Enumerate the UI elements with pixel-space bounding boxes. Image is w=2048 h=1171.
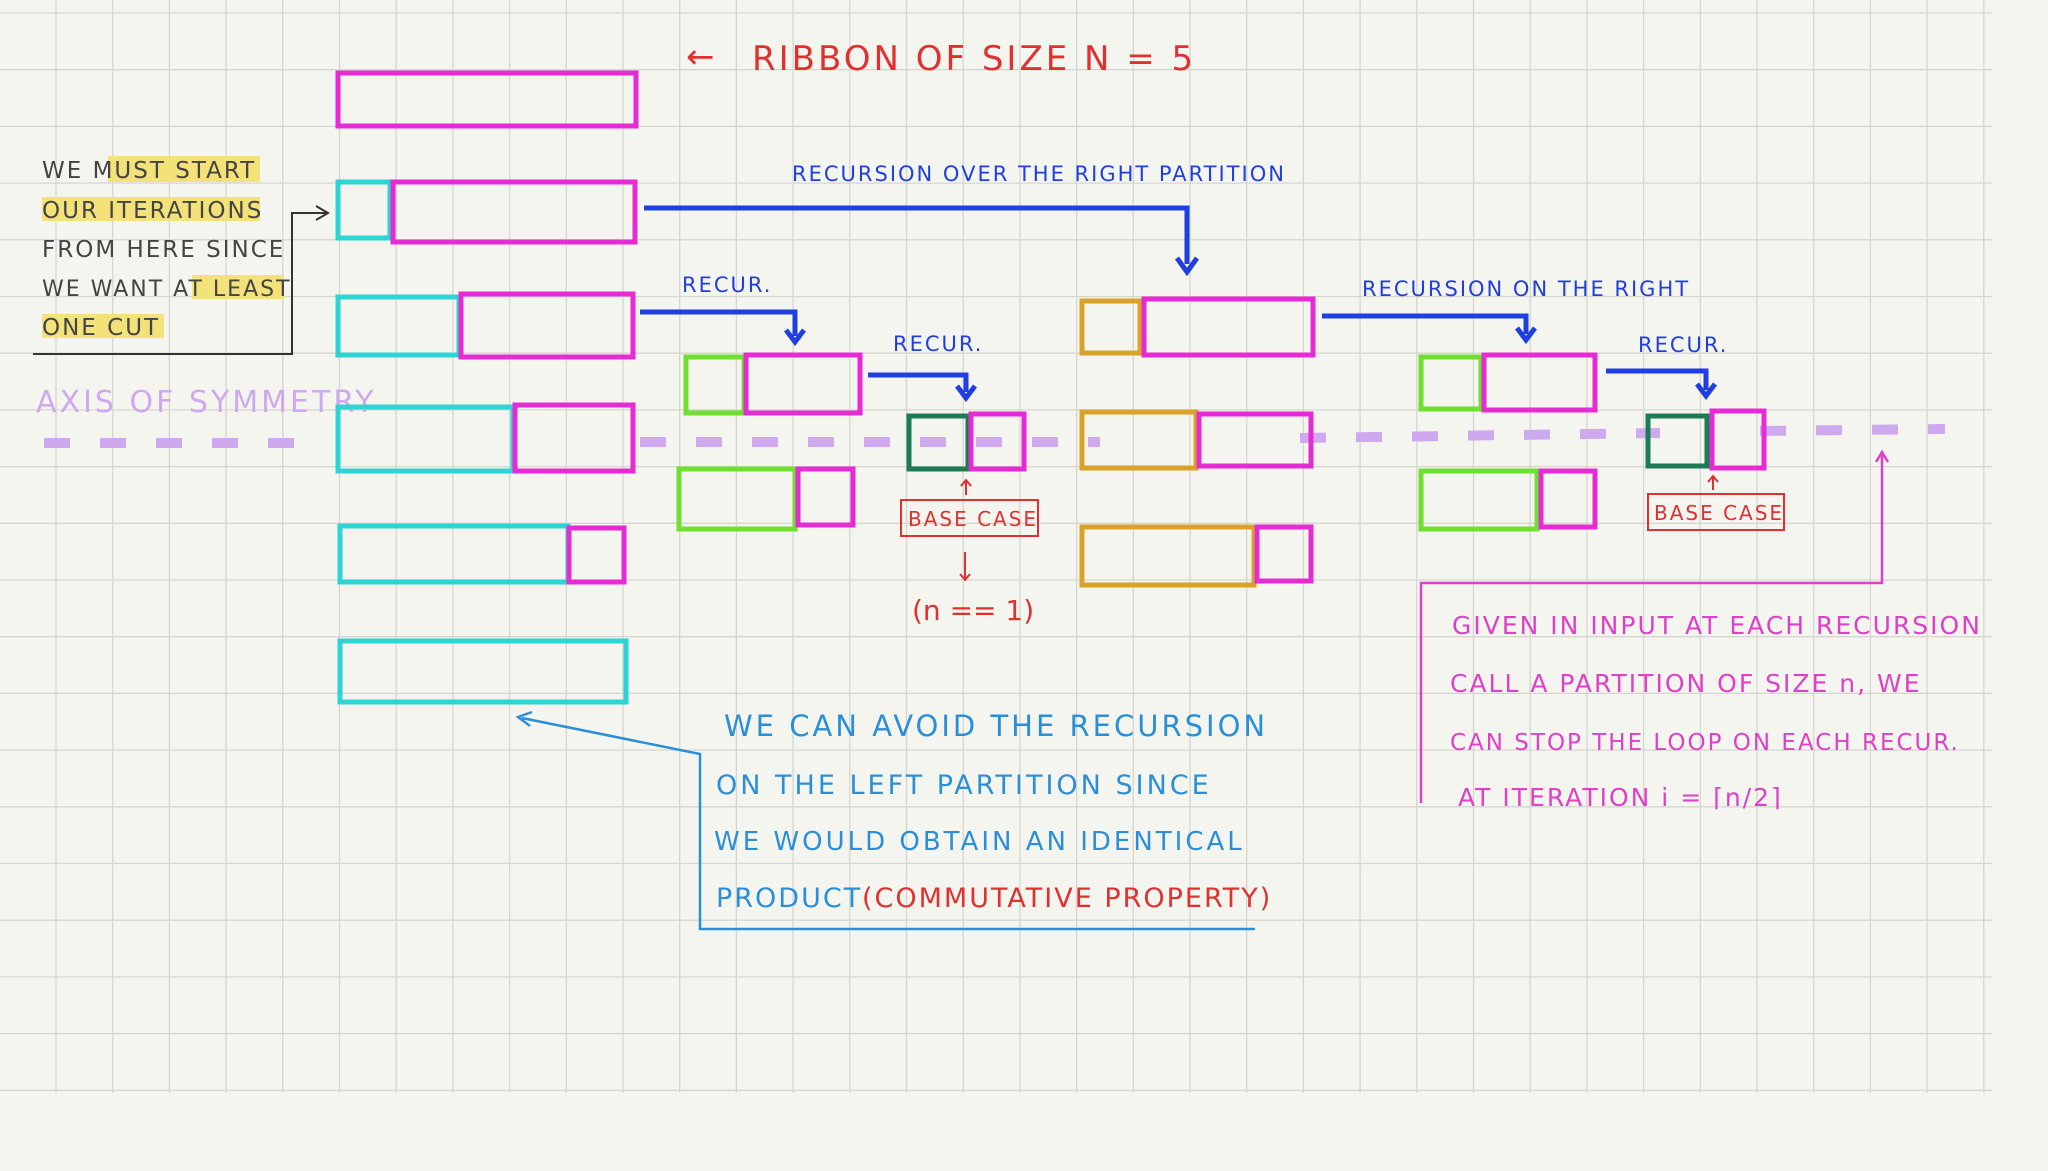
partition-1-left — [335, 179, 393, 241]
recur-1: RECUR. — [640, 273, 863, 532]
recursion-on-right-label: RECURSION ON THE RIGHT — [1362, 277, 1690, 301]
highlight-our-iterations — [42, 197, 260, 221]
bottom-note-line-4-highlight: (COMMUTATIVE PROPERTY) — [862, 883, 1272, 914]
right-row2-right — [1538, 468, 1598, 530]
recursion-over-right-label: RECURSION OVER THE RIGHT PARTITION — [792, 162, 1286, 186]
right-note-line-1: GIVEN IN INPUT AT EACH RECURSION — [1452, 611, 1982, 640]
recur-3-arrow — [1606, 368, 1709, 390]
right-row2-left — [1418, 468, 1540, 532]
highlight-at-least — [192, 275, 284, 299]
axis-of-symmetry: AXIS OF SYMMETRY — [36, 385, 1946, 448]
right-note-line-3: CAN STOP THE LOOP ON EACH RECUR. — [1450, 730, 1960, 756]
bottom-note-line-2: ON THE LEFT PARTITION SINCE — [716, 770, 1212, 801]
recur-2-arrowhead — [955, 384, 977, 403]
partition-2-left — [335, 294, 462, 358]
left-note-line-4: WE WANT AT LEAST — [42, 277, 292, 302]
title: ← RIBBON OF SIZE N = 5 — [686, 37, 1196, 79]
bottom-note-arrowhead — [515, 710, 533, 727]
middle-partitions — [1079, 296, 1316, 588]
title-text: RIBBON OF SIZE N = 5 — [752, 39, 1196, 79]
bottom-note-line-3: WE WOULD OBTAIN AN IDENTICAL — [714, 827, 1245, 857]
base-case-1-pointer-head — [960, 478, 972, 487]
left-note: WE MUST START OUR ITERATIONS FROM HERE S… — [33, 156, 330, 355]
recur-1-row2-right — [795, 466, 856, 528]
recur-1-row1-left — [683, 354, 747, 416]
bottom-note-line-4-prefix: PRODUCT — [716, 883, 862, 914]
right-note-arrowhead — [1874, 449, 1890, 463]
base-case-1-label: BASE CASE — [908, 507, 1038, 531]
base-case-2-pointer-head — [1707, 474, 1719, 483]
middle-row3-left — [1079, 524, 1257, 588]
left-note-bracket — [33, 212, 326, 355]
base-case-2-box — [1647, 493, 1785, 531]
right-note-line-2: CALL A PARTITION OF SIZE n, WE — [1450, 669, 1922, 698]
partition-2-right — [458, 291, 636, 360]
bottom-note-bracket — [521, 716, 1255, 931]
middle-row1-right — [1141, 296, 1316, 358]
bottom-note-line-1: WE CAN AVOID THE RECURSION — [724, 709, 1268, 743]
partition-1-right — [390, 179, 638, 245]
highlight-one-cut — [42, 314, 164, 338]
recur-2-arrow — [868, 372, 969, 392]
axis-dashed-line — [44, 424, 1946, 448]
left-note-arrowhead — [315, 205, 330, 221]
right-note: GIVEN IN INPUT AT EACH RECURSION CALL A … — [1419, 449, 1982, 812]
recur-3-label: RECUR. — [1638, 333, 1728, 357]
partition-5-full — [337, 638, 629, 705]
ribbon-partitions — [335, 70, 639, 705]
highlight-must-start — [108, 156, 260, 182]
base-case-2-label: BASE CASE — [1654, 501, 1784, 525]
left-note-line-3: FROM HERE SINCE — [42, 237, 285, 263]
right-note-line-4: AT ITERATION i = ⌈n/2⌉ — [1458, 783, 1783, 812]
left-note-line-1: WE MUST START — [42, 158, 256, 184]
recursion-on-right: RECURSION ON THE RIGHT — [1322, 277, 1690, 532]
recursion-on-right-arrow — [1322, 313, 1529, 334]
base-case-1-box — [900, 499, 1039, 537]
recursion-over-right-arrowhead — [1174, 256, 1200, 277]
left-note-line-5: ONE CUT — [42, 315, 160, 341]
base-case-1-right — [968, 411, 1027, 472]
partition-4-left — [337, 523, 571, 585]
base-case-2-left — [1645, 413, 1710, 469]
recur-1-arrowhead — [784, 328, 806, 347]
recur-3-arrowhead — [1695, 382, 1717, 401]
partition-4-right — [566, 525, 627, 585]
right-note-bracket — [1419, 452, 1884, 803]
base-case-1-left — [906, 413, 971, 472]
recur-1-label: RECUR. — [682, 273, 772, 297]
base-case-1-down-arrowhead — [959, 573, 971, 582]
recursion-over-right: RECURSION OVER THE RIGHT PARTITION — [644, 162, 1286, 277]
partition-3-right — [512, 402, 636, 474]
n-equals-one: (n == 1) — [912, 594, 1034, 627]
recursion-on-right-arrowhead — [1515, 326, 1537, 345]
recursion-over-right-arrow — [644, 205, 1190, 264]
middle-row2-left — [1079, 409, 1199, 471]
recur-1-arrow — [640, 309, 798, 336]
base-case-2-right — [1709, 408, 1767, 471]
recur-2: RECUR. BASE CASE (n == 1) — [868, 332, 1039, 627]
middle-row2-right — [1196, 411, 1314, 469]
middle-row3-right — [1254, 524, 1314, 584]
right-row1-left — [1418, 354, 1484, 412]
left-note-line-2: OUR ITERATIONS — [42, 198, 263, 224]
axis-label: AXIS OF SYMMETRY — [36, 385, 377, 420]
middle-row1-left — [1079, 298, 1143, 356]
recur-3: RECUR. BASE CASE — [1606, 333, 1785, 531]
recur-1-row2-left — [676, 466, 798, 532]
recur-1-row1-right — [743, 352, 863, 416]
ribbon-full — [335, 70, 639, 129]
title-arrow: ← — [686, 37, 715, 77]
bottom-note: WE CAN AVOID THE RECURSION ON THE LEFT P… — [515, 709, 1272, 931]
recur-2-label: RECUR. — [893, 332, 983, 356]
right-row1-right — [1481, 352, 1598, 413]
